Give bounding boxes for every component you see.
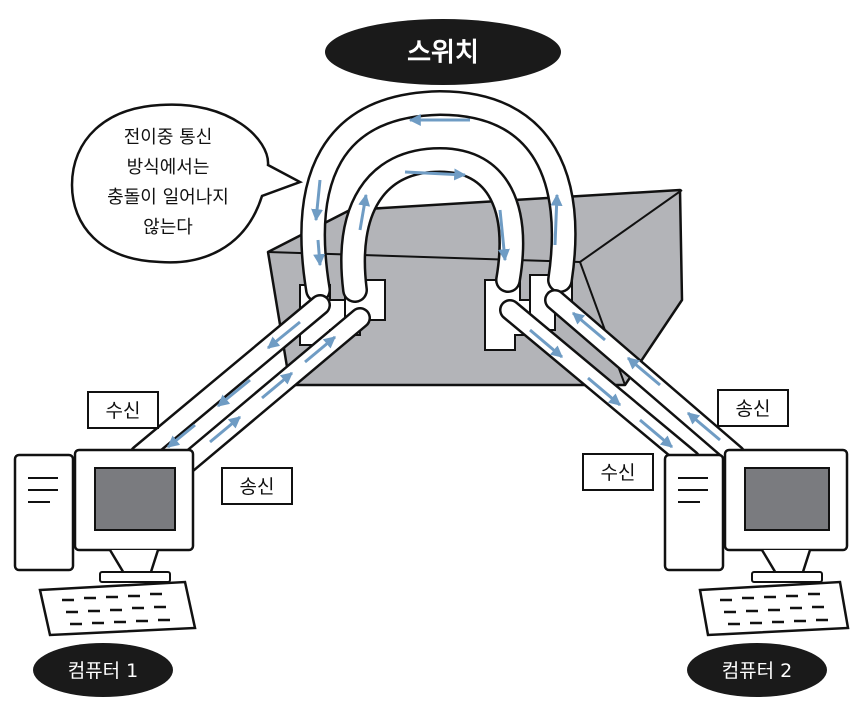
switch-title: 스위치	[407, 38, 479, 68]
right-receive-label: 수신	[601, 462, 636, 484]
computer-2-label: 컴퓨터 2	[722, 660, 793, 682]
left-send-label: 송신	[240, 476, 275, 498]
left-send-box: 송신	[221, 467, 293, 505]
speech-bubble: 전이중 통신 방식에서는 충돌이 일어나지 않는다	[70, 103, 304, 264]
screen-1	[94, 467, 176, 531]
left-receive-label: 수신	[106, 400, 141, 422]
left-cables	[129, 294, 371, 476]
right-receive-box: 수신	[582, 453, 654, 491]
right-cables	[499, 289, 746, 471]
bubble-line-1: 전이중 통신	[124, 127, 213, 148]
bubble-line-3: 충돌이 일어나지	[107, 187, 229, 208]
keyboard-2	[698, 580, 850, 637]
computer-1-pill: 컴퓨터 1	[33, 643, 173, 697]
tower-2	[663, 453, 725, 572]
right-send-box: 송신	[717, 389, 789, 427]
computer-2	[663, 448, 850, 637]
screen-2	[744, 467, 830, 531]
bubble-line-2: 방식에서는	[127, 157, 210, 178]
left-receive-box: 수신	[87, 391, 159, 429]
bubble-line-4: 않는다	[143, 217, 193, 238]
right-send-label: 송신	[736, 398, 771, 420]
computer-2-pill: 컴퓨터 2	[687, 643, 827, 697]
computer-1	[13, 448, 197, 637]
tower-1	[13, 453, 75, 572]
computer-1-label: 컴퓨터 1	[68, 660, 139, 682]
keyboard-1	[38, 580, 197, 637]
switch-title-pill: 스위치	[325, 19, 561, 85]
switch-internal-cables	[300, 89, 577, 303]
